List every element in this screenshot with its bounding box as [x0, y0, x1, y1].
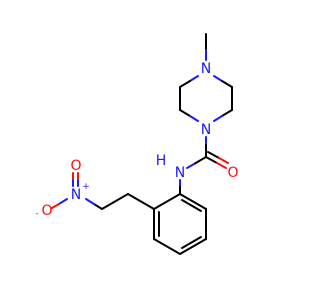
bond-nitro-o-left-b	[51, 203, 60, 209]
bond-ring-6b	[213, 115, 223, 122]
bond-c-nh	[193, 156, 207, 165]
bond-chain-3b	[85, 198, 95, 205]
atom-n-nitro: N	[71, 187, 81, 203]
bond-ring-6	[221, 109, 233, 117]
bond-chain-3	[93, 203, 103, 210]
bond-chain-1	[127, 193, 155, 210]
bond-c-nh-b	[186, 163, 195, 169]
bond-ring-1	[189, 75, 199, 82]
bond-chain-2	[101, 193, 129, 210]
bond-ring-5b	[189, 115, 199, 122]
bond-benzene-6	[153, 193, 181, 210]
bond-c-o-1b	[216, 162, 227, 169]
bond-ring-2	[213, 75, 223, 82]
atom-o-nitro-top: O	[70, 158, 81, 174]
bond-benzene-1	[179, 193, 207, 210]
bond-benzene-inner-1	[181, 199, 202, 212]
bond-ring-2b	[221, 80, 233, 88]
atom-n-top: N	[201, 61, 211, 77]
atom-o-carbonyl: O	[227, 165, 238, 181]
bond-ring-1b	[179, 80, 191, 88]
bond-benzene-3	[179, 238, 207, 255]
bond-benzene-inner-2	[181, 236, 202, 249]
atom-o-nitro-left-charge: -	[35, 209, 38, 219]
bond-benzene-4	[153, 238, 181, 255]
bond-c-o-2	[207, 151, 220, 159]
molecule-structure: N N O H N N + O O -	[35, 33, 239, 255]
atom-h: H	[156, 153, 167, 169]
atom-o-nitro-left: O	[41, 203, 52, 219]
bond-nitro-o-left	[58, 198, 68, 205]
bond-c-o-2b	[218, 157, 229, 164]
atom-n-nitro-charge: +	[82, 182, 90, 192]
bond-ring-5	[179, 109, 191, 117]
bond-c-o-1	[205, 156, 218, 164]
atom-nh: N	[175, 165, 185, 181]
atom-n-bottom: N	[201, 122, 211, 138]
